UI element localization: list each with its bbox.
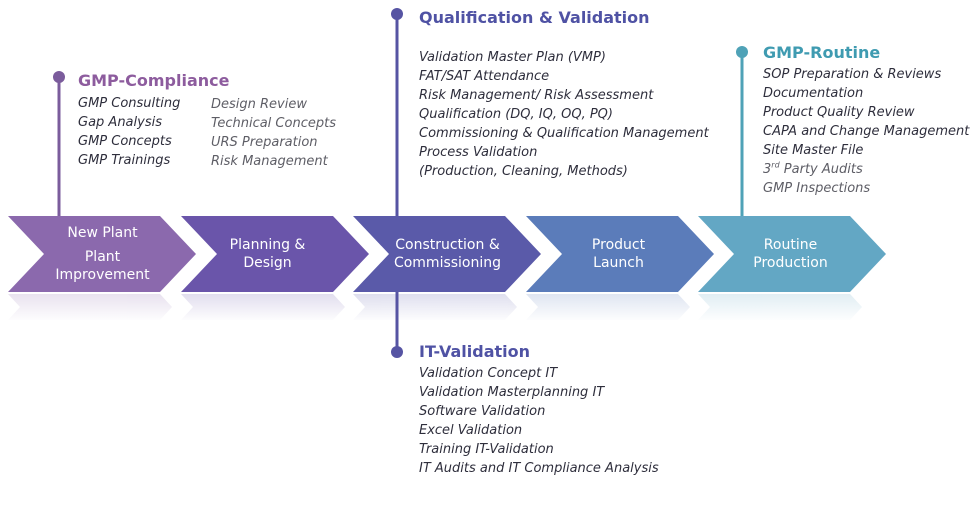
stage-label-planning: Planning & Design bbox=[205, 222, 330, 286]
third-party-prefix: 3 bbox=[763, 162, 772, 177]
list-item: Validation Concept IT bbox=[419, 366, 558, 381]
stage-line: Construction & bbox=[395, 237, 500, 253]
list-item: SOP Preparation & Reviews bbox=[763, 67, 942, 82]
chevron-launch bbox=[526, 216, 714, 292]
qualification-validation-list: Validation Master Plan (VMP) FAT/SAT Att… bbox=[419, 48, 709, 181]
list-item: Validation Masterplanning IT bbox=[419, 385, 605, 400]
gmp-compliance-title: GMP-Compliance bbox=[78, 71, 230, 90]
stage-line: Planning & bbox=[229, 237, 306, 253]
gmp-routine-list-grey: 3rd Party Audits GMP Inspections bbox=[763, 160, 870, 198]
list-item-third-party-audits: 3rd Party Audits bbox=[763, 160, 870, 179]
list-item: Risk Management bbox=[211, 154, 328, 169]
list-item: GMP Consulting bbox=[78, 96, 181, 111]
qualification-validation-title: Qualification & Validation bbox=[419, 8, 650, 27]
stage-line: Plant bbox=[84, 249, 121, 265]
it-validation-title: IT-Validation bbox=[419, 342, 531, 361]
stage-label-construction: Construction & Commissioning bbox=[380, 222, 515, 286]
gmp-compliance-dot bbox=[53, 71, 65, 83]
stage-line: Routine bbox=[763, 237, 818, 253]
stage-label-new-plant: New Plant Plant Improvement bbox=[40, 222, 165, 286]
list-item: Product Quality Review bbox=[763, 105, 915, 120]
list-item: CAPA and Change Management bbox=[763, 124, 970, 139]
gmp-compliance-list-1: GMP Consulting Gap Analysis GMP Concepts… bbox=[78, 94, 180, 170]
list-item: Documentation bbox=[763, 86, 864, 101]
chevron-construction bbox=[353, 216, 541, 292]
list-item: Software Validation bbox=[419, 404, 546, 419]
stage-line: New Plant bbox=[67, 225, 138, 241]
list-item: Site Master File bbox=[763, 143, 864, 158]
list-item: IT Audits and IT Compliance Analysis bbox=[419, 461, 659, 476]
stage-label-routine: Routine Production bbox=[728, 222, 853, 286]
it-validation-dot bbox=[391, 346, 403, 358]
list-item: Excel Validation bbox=[419, 423, 523, 438]
third-party-sup: rd bbox=[771, 160, 780, 170]
list-item: Risk Management/ Risk Assessment bbox=[419, 88, 654, 103]
chevron-planning bbox=[181, 216, 369, 292]
list-item: Design Review bbox=[211, 97, 307, 112]
stage-label-launch: Product Launch bbox=[556, 222, 681, 286]
list-item: Process Validation bbox=[419, 145, 538, 160]
list-item: GMP Concepts bbox=[78, 134, 172, 149]
list-item: Validation Master Plan (VMP) bbox=[419, 50, 606, 65]
stage-line: Launch bbox=[593, 255, 644, 271]
stage-line: Improvement bbox=[55, 267, 150, 283]
list-item: URS Preparation bbox=[211, 135, 318, 150]
list-item: Qualification (DQ, IQ, OQ, PQ) bbox=[419, 107, 613, 122]
list-item: Commissioning & Qualification Management bbox=[419, 126, 709, 141]
list-item: FAT/SAT Attendance bbox=[419, 69, 550, 84]
list-item: (Production, Cleaning, Methods) bbox=[419, 164, 628, 179]
gmp-compliance-list-2: Design Review Technical Concepts URS Pre… bbox=[211, 95, 336, 171]
list-item: Technical Concepts bbox=[211, 116, 336, 131]
list-item: Gap Analysis bbox=[78, 115, 162, 130]
chevron-new-plant bbox=[8, 216, 196, 292]
list-item: Training IT-Validation bbox=[419, 442, 554, 457]
third-party-rest: Party Audits bbox=[779, 162, 863, 177]
it-validation-list: Validation Concept IT Validation Masterp… bbox=[419, 364, 659, 478]
stage-line: Commissioning bbox=[393, 255, 502, 271]
gmp-routine-title: GMP-Routine bbox=[763, 43, 881, 62]
stage-line: Design bbox=[243, 255, 292, 271]
gmp-routine-dot bbox=[736, 46, 748, 58]
chevron-routine bbox=[698, 216, 886, 292]
qualification-dot bbox=[391, 8, 403, 20]
stage-line: Production bbox=[753, 255, 828, 271]
list-item: GMP Inspections bbox=[763, 181, 871, 196]
gmp-routine-list: SOP Preparation & Reviews Documentation … bbox=[763, 65, 969, 160]
stage-line: Product bbox=[591, 237, 646, 253]
list-item: GMP Trainings bbox=[78, 153, 171, 168]
